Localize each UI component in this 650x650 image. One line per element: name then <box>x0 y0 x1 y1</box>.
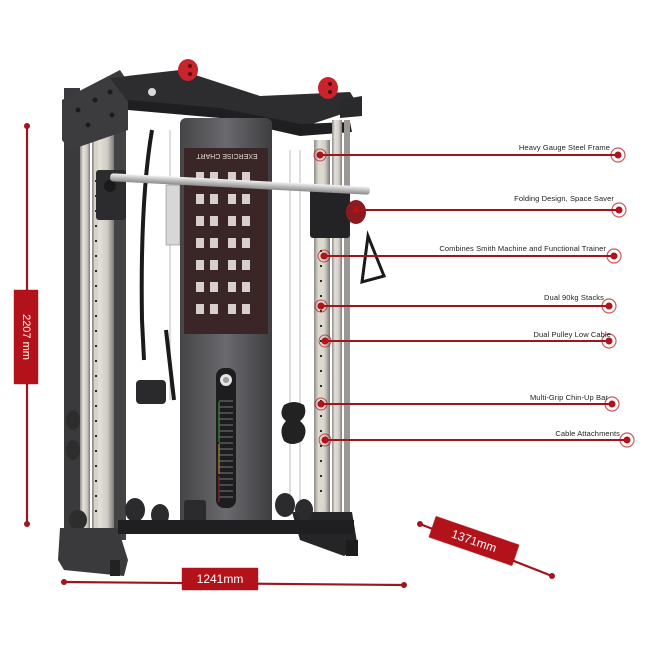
callout-cable-attachments: Cable Attachments <box>555 429 620 438</box>
top-pulley-right <box>318 77 338 99</box>
callout-smith-functional: Combines Smith Machine and Functional Tr… <box>439 244 606 253</box>
callout-dual-stacks: Dual 90kg Stacks <box>544 293 604 302</box>
height-value: 2207 mm <box>20 314 33 360</box>
callout-chin-up-bar: Multi-Grip Chin-Up Bar <box>529 393 608 402</box>
callout-start-markers <box>313 148 360 447</box>
smith-bar <box>110 173 370 195</box>
callout-end-markers <box>601 147 635 448</box>
callout-dual-pulley: Dual Pulley Low Cable <box>533 330 611 339</box>
width-dimension-label: 1241mm <box>182 568 258 590</box>
left-tower <box>58 70 128 576</box>
height-dimension-label: 2207 mm <box>14 290 38 384</box>
ankle-strap <box>136 380 166 404</box>
callout-lines <box>320 154 627 441</box>
hanging-grip <box>281 402 306 444</box>
callout-folding-design: Folding Design, Space Saver <box>514 194 614 203</box>
callout-heavy-gauge-steel-frame: Heavy Gauge Steel Frame <box>518 143 610 152</box>
top-pulley-left <box>178 59 198 81</box>
exercise-chart-title: EXERCISE CHART <box>196 152 258 159</box>
